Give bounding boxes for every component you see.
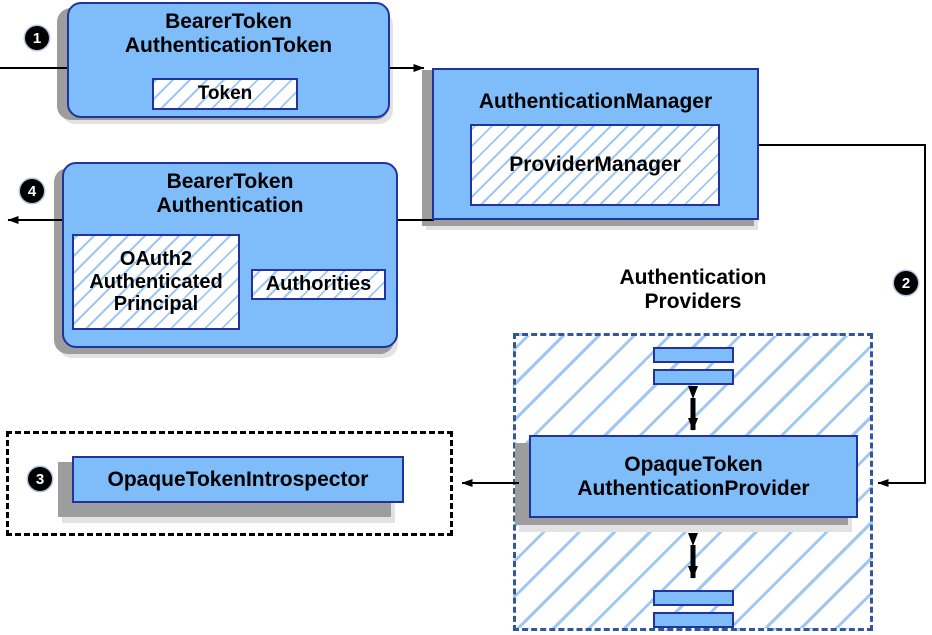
opaque-token-introspector-title: OpaqueTokenIntrospector — [107, 467, 369, 491]
provider-manager-label: ProviderManager — [509, 153, 681, 177]
token-inner-box[interactable]: Token — [152, 78, 298, 110]
step-badge-2-label: 2 — [901, 274, 911, 292]
opaque-token-authentication-provider-title-2: AuthenticationProvider — [577, 476, 810, 500]
opaque-token-introspector-node[interactable]: OpaqueTokenIntrospector — [72, 456, 404, 503]
authorities-label: Authorities — [265, 273, 372, 296]
provider-stack-bar-top-1 — [653, 347, 734, 363]
step-badge-4: 4 — [20, 179, 44, 203]
bearer-token-authentication-title-2: Authentication — [156, 193, 304, 217]
step-badge-3: 3 — [28, 467, 52, 491]
step-badge-2: 2 — [894, 271, 918, 295]
oauth2-principal-line-2: Authenticated — [89, 270, 223, 293]
authentication-manager-title: AuthenticationManager — [478, 90, 713, 113]
provider-stack-bar-top-2 — [653, 369, 734, 385]
bearer-token-authentication-title-1: BearerToken — [166, 170, 294, 193]
step-badge-1: 1 — [25, 26, 49, 50]
authentication-providers-label: Authentication Providers — [619, 266, 767, 314]
bearer-token-authentication-token-title-1: BearerToken — [165, 10, 292, 33]
provider-manager-inner-box[interactable]: ProviderManager — [470, 124, 720, 206]
opaque-token-authentication-provider-title-1: OpaqueToken — [624, 452, 763, 476]
opaque-token-authentication-provider-node[interactable]: OpaqueToken AuthenticationProvider — [529, 435, 858, 518]
bearer-token-authentication-token-title-2: AuthenticationToken — [124, 33, 333, 57]
opaque-token-introspector-container — [6, 431, 453, 536]
provider-stack-bar-bottom-2 — [653, 612, 734, 628]
token-inner-label: Token — [197, 83, 253, 105]
oauth2-principal-line-1: OAuth2 — [119, 248, 193, 271]
step-badge-1-label: 1 — [32, 29, 42, 47]
oauth2-authenticated-principal-box[interactable]: OAuth2 Authenticated Principal — [72, 234, 240, 330]
step-badge-4-label: 4 — [27, 182, 37, 200]
step-badge-3-label: 3 — [35, 470, 45, 488]
oauth2-principal-line-3: Principal — [113, 293, 199, 316]
authorities-box[interactable]: Authorities — [251, 269, 386, 300]
provider-stack-bar-bottom-1 — [653, 590, 734, 606]
